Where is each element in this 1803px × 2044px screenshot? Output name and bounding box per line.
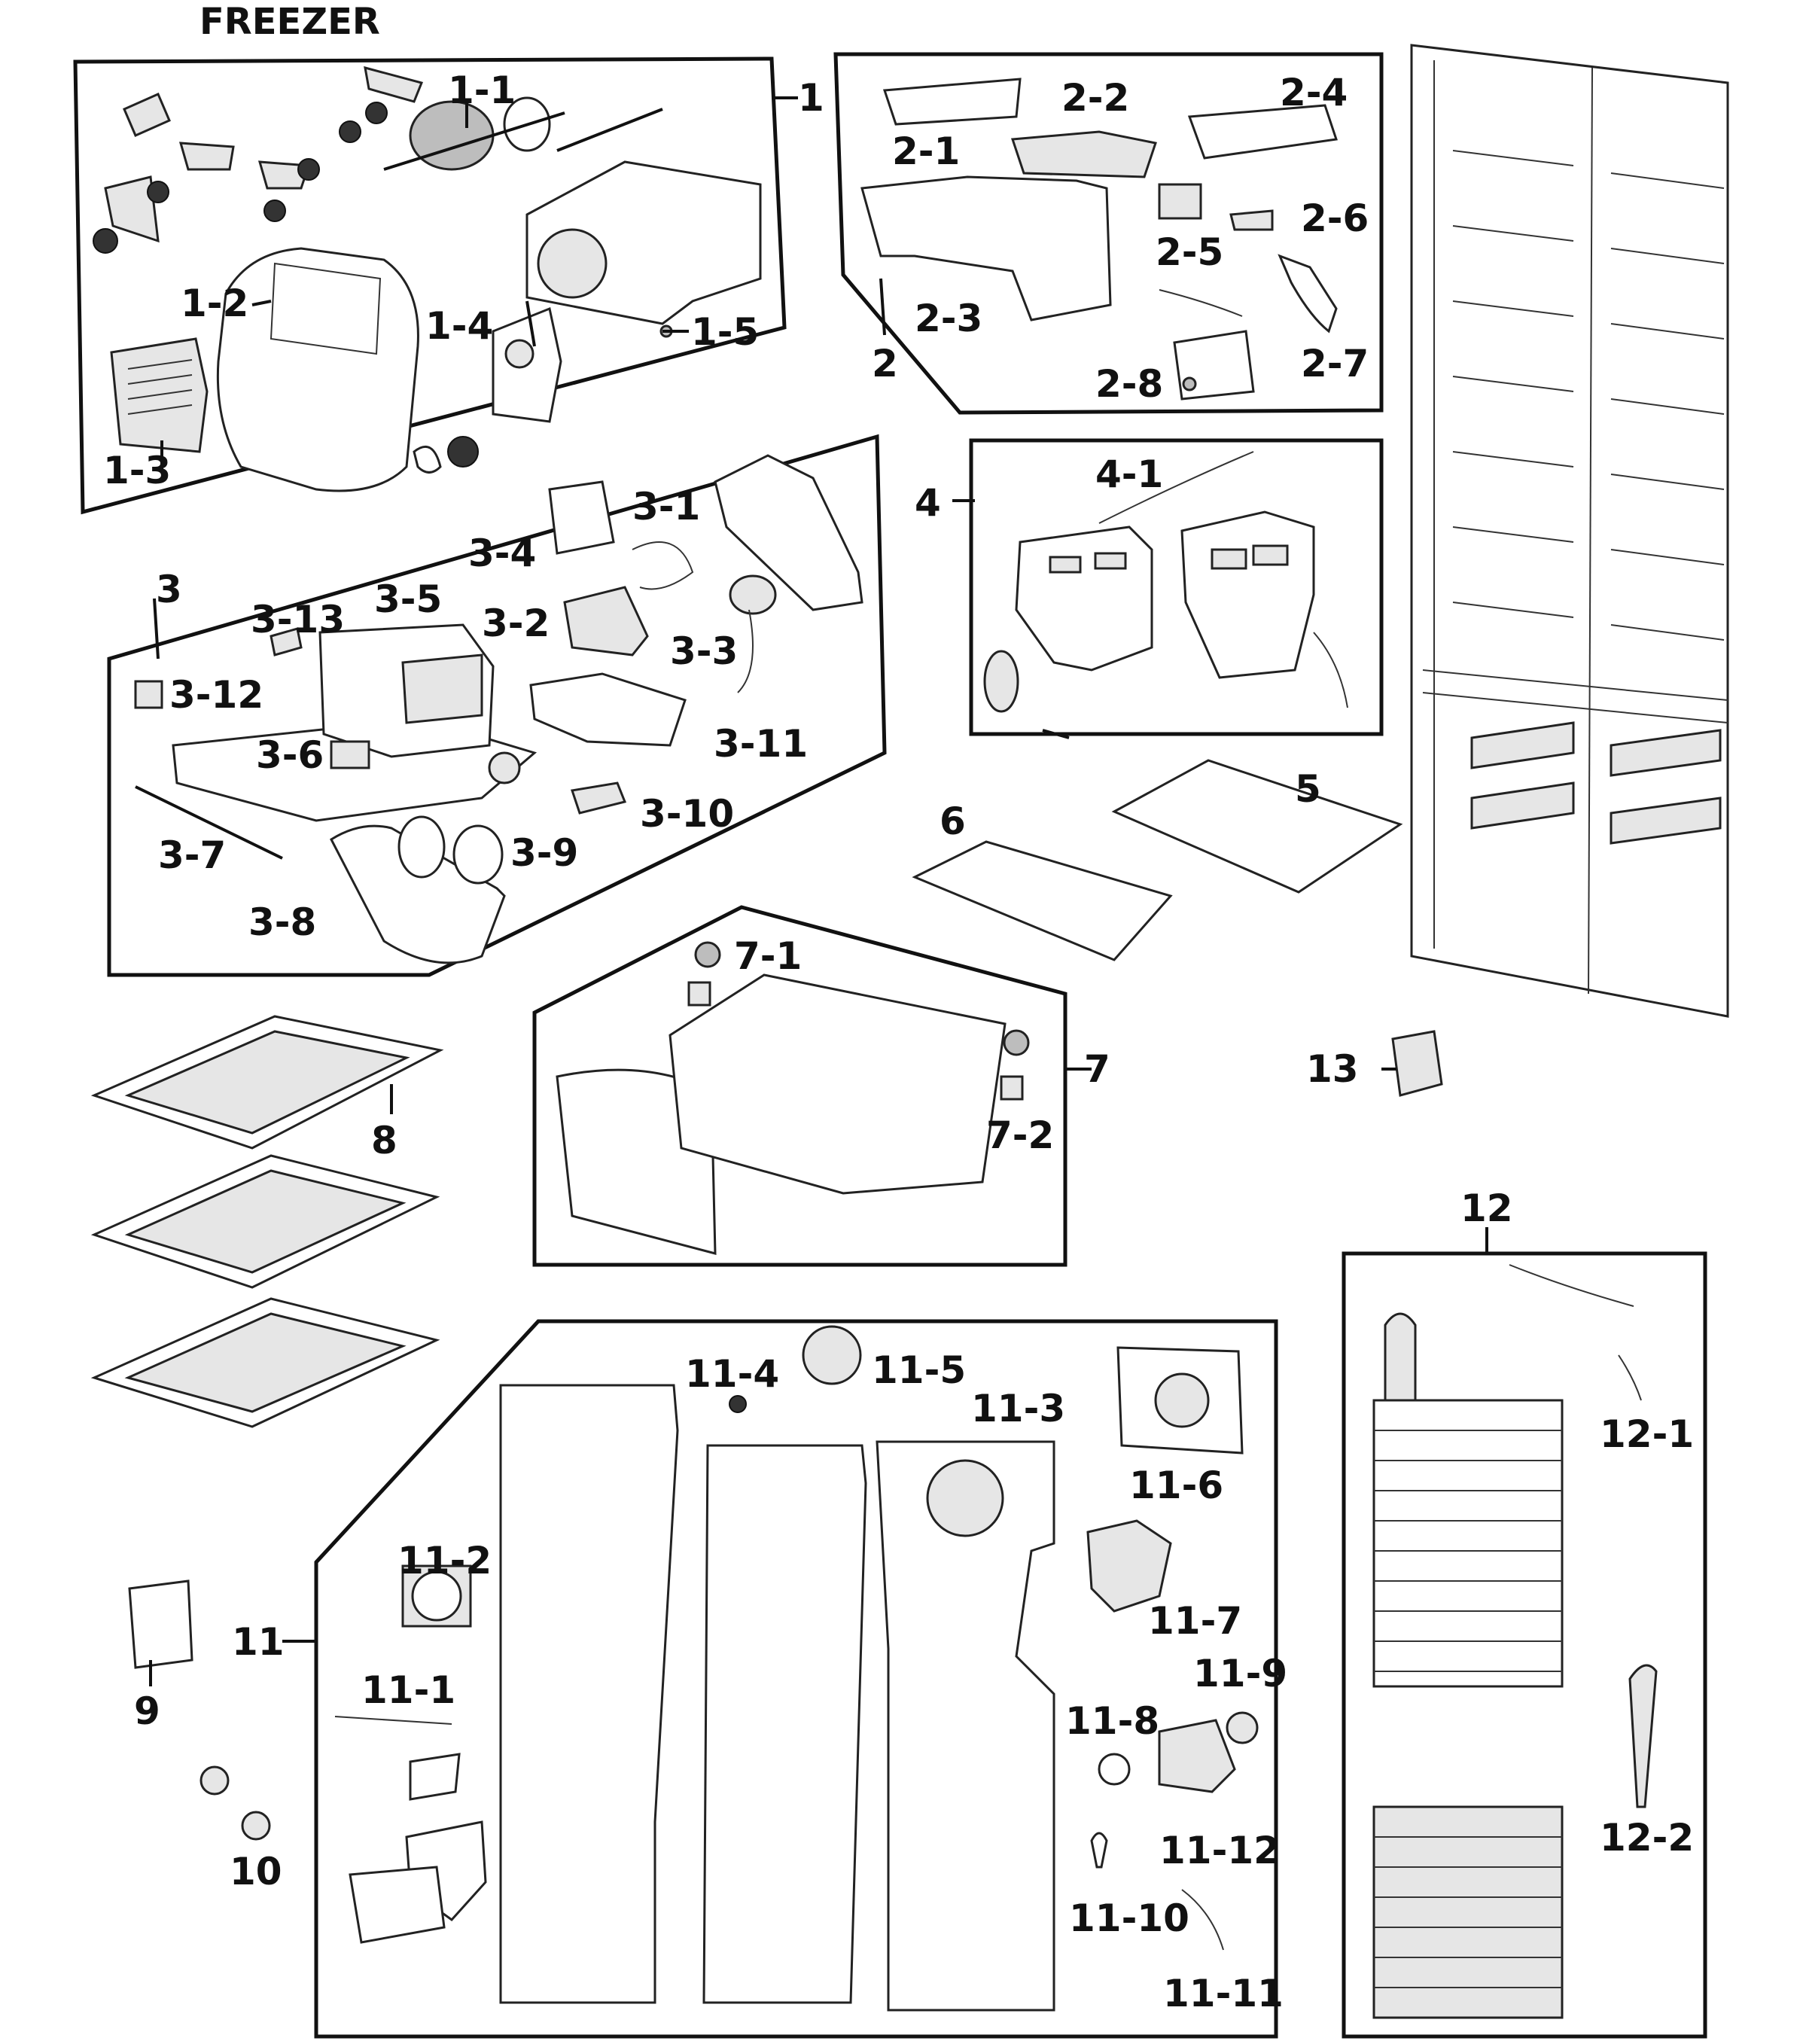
callout-11-6: 11-6 <box>1129 1464 1223 1507</box>
callout-6: 6 <box>940 800 966 843</box>
callout-7-1: 7-1 <box>734 934 802 978</box>
part-13-module <box>1391 1030 1443 1097</box>
callout-3-8: 3-8 <box>248 900 316 944</box>
group-1-ice-maker <box>73 56 787 515</box>
glass-shelves-8 <box>90 1015 444 1428</box>
callout-2-4: 2-4 <box>1280 71 1348 114</box>
callout-12: 12 <box>1460 1186 1513 1230</box>
callout-2-8: 2-8 <box>1095 362 1163 406</box>
callout-1-5: 1-5 <box>691 310 759 354</box>
callout-11-1: 11-1 <box>361 1668 455 1712</box>
callout-1: 1 <box>798 76 824 120</box>
callout-1-4: 1-4 <box>425 304 493 348</box>
callout-1-3: 1-3 <box>103 449 171 492</box>
callout-5: 5 <box>1295 767 1321 811</box>
group-12-evaporator <box>1342 1251 1707 2039</box>
callout-2: 2 <box>872 342 898 385</box>
parts-9-10 <box>128 1579 271 1841</box>
callout-2-3: 2-3 <box>915 297 982 340</box>
group-3-lamp-assembly <box>107 434 887 977</box>
callout-3-9: 3-9 <box>510 831 578 875</box>
callout-11-5: 11-5 <box>872 1348 966 1392</box>
callout-7-2: 7-2 <box>986 1113 1054 1157</box>
callout-2-7: 2-7 <box>1301 342 1369 385</box>
callout-4: 4 <box>915 481 941 525</box>
leader-lines <box>149 96 1488 1686</box>
callout-11-11: 11-11 <box>1163 1972 1284 2015</box>
callouts: 1 1-1 1-2 1-3 1-4 1-5 2 2-1 2-2 2-3 2-4 … <box>103 69 1694 2015</box>
callout-11-12: 11-12 <box>1159 1829 1280 1872</box>
callout-12-2: 12-2 <box>1600 1816 1694 1860</box>
callout-11-4: 11-4 <box>685 1352 779 1396</box>
group-2-dispenser-chute <box>833 52 1384 415</box>
callout-8: 8 <box>371 1119 397 1162</box>
diagram-title: FREEZER <box>199 1 380 43</box>
callout-11-2: 11-2 <box>397 1539 492 1583</box>
callout-11-3: 11-3 <box>971 1387 1065 1430</box>
callout-11-8: 11-8 <box>1065 1699 1159 1743</box>
callout-3-13: 3-13 <box>251 598 345 641</box>
callout-3-4: 3-4 <box>468 532 536 575</box>
shelves-5-6 <box>912 759 1403 961</box>
callout-1-1: 1-1 <box>448 69 516 112</box>
callout-4-1: 4-1 <box>1095 452 1163 496</box>
callout-13: 13 <box>1306 1047 1359 1091</box>
callout-11-7: 11-7 <box>1148 1599 1242 1643</box>
callout-3-10: 3-10 <box>640 792 734 836</box>
callout-1-2: 1-2 <box>181 282 248 325</box>
callout-7: 7 <box>1084 1047 1110 1091</box>
cabinet-liner <box>1410 44 1729 1018</box>
callout-3-7: 3-7 <box>158 833 226 877</box>
callout-3-12: 3-12 <box>169 673 263 717</box>
callout-3-11: 3-11 <box>714 722 808 766</box>
callout-2-6: 2-6 <box>1301 196 1369 240</box>
callout-2-2: 2-2 <box>1061 76 1129 120</box>
callout-3-1: 3-1 <box>632 485 700 529</box>
callout-12-1: 12-1 <box>1600 1412 1694 1456</box>
callout-3: 3 <box>156 568 182 611</box>
callout-11-10: 11-10 <box>1069 1896 1189 1940</box>
group-11-evaporator-cover <box>314 1319 1278 2039</box>
callout-2-5: 2-5 <box>1156 230 1223 274</box>
callout-10: 10 <box>230 1850 282 1893</box>
callout-3-3: 3-3 <box>670 629 738 673</box>
callout-11-9: 11-9 <box>1193 1652 1287 1695</box>
callout-11: 11 <box>232 1620 285 1664</box>
callout-3-5: 3-5 <box>374 577 442 621</box>
callout-9: 9 <box>134 1689 160 1733</box>
callout-2-1: 2-1 <box>892 129 960 173</box>
callout-3-2: 3-2 <box>482 602 550 645</box>
group-7-freezer-bin <box>532 905 1067 1267</box>
callout-3-6: 3-6 <box>256 733 324 777</box>
group-4-dispenser-housing <box>969 438 1384 736</box>
